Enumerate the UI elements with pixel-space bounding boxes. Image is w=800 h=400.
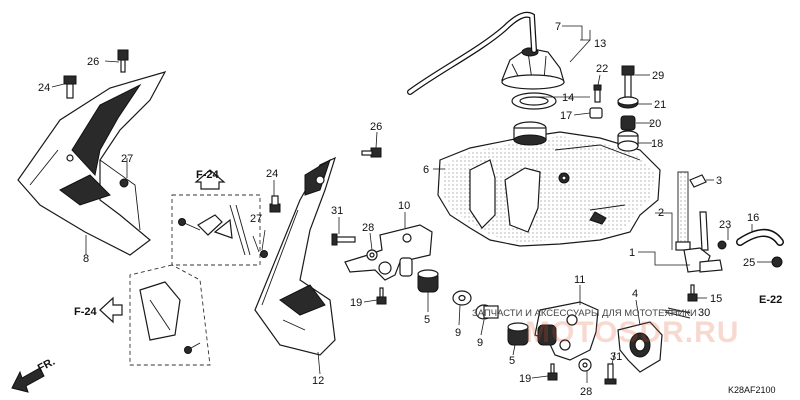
label-28a: 28	[362, 222, 374, 234]
label-4: 4	[632, 288, 638, 300]
label-18: 18	[651, 138, 663, 150]
label-17: 17	[560, 110, 572, 122]
fuel-tank	[437, 121, 661, 247]
bolt-27-right	[260, 250, 268, 258]
label-30: 30	[698, 307, 710, 319]
collar-9-lower	[475, 304, 499, 320]
f24-left-arrow	[99, 296, 123, 324]
gasket-14	[511, 92, 557, 110]
ref-f24-b: F-24	[74, 306, 98, 318]
collar-17	[589, 107, 603, 119]
label-31b: 31	[610, 351, 622, 363]
label-25: 25	[743, 257, 755, 269]
label-1: 1	[629, 247, 635, 259]
ref-e22: E-22	[759, 294, 782, 306]
diagram-code: K28AF2100	[728, 385, 776, 395]
bolt-26-right	[361, 147, 382, 158]
label-19b: 19	[519, 373, 531, 385]
label-9a: 9	[455, 327, 461, 339]
label-2: 2	[658, 207, 664, 219]
f24-detail-parts	[139, 204, 251, 354]
label-12: 12	[312, 375, 324, 387]
front-direction-arrow	[11, 367, 45, 393]
bolt-19-right	[547, 363, 558, 381]
bracket-11	[534, 301, 599, 361]
collar-20	[620, 115, 636, 131]
bolt-24-right	[269, 195, 281, 213]
label-27b: 27	[250, 213, 262, 225]
washer-28-right	[578, 358, 592, 372]
cushion-5-lower	[507, 322, 529, 346]
label-27a: 27	[121, 153, 133, 165]
bolt-27-left	[119, 178, 129, 188]
label-10: 10	[398, 200, 410, 212]
breather-tube-7	[407, 11, 537, 95]
label-5a: 5	[424, 314, 430, 326]
label-23: 23	[719, 219, 731, 231]
label-9b: 9	[477, 337, 483, 349]
label-6: 6	[423, 164, 429, 176]
f24-up-arrow	[194, 169, 226, 190]
label-14: 14	[562, 92, 574, 104]
f24-detail-box-lower	[129, 264, 211, 366]
f24-detail-box	[171, 194, 261, 266]
label-24b: 24	[266, 168, 278, 180]
label-20: 20	[649, 118, 661, 130]
bolt-29	[621, 65, 635, 98]
clamp-23	[717, 240, 727, 250]
bolt-24-left	[63, 75, 77, 99]
collar-9-upper	[452, 290, 472, 306]
label-19a: 19	[350, 297, 362, 309]
watermark-line: ЗАПЧАСТИ И АКСЕССУАРЫ ДЛЯ МОТОТЕХНИКИ	[472, 308, 697, 319]
cover-4	[617, 321, 663, 373]
label-13: 13	[594, 38, 606, 50]
label-21: 21	[654, 99, 666, 111]
label-29: 29	[652, 70, 664, 82]
label-26a: 26	[87, 56, 99, 68]
label-11: 11	[574, 274, 585, 286]
bolt-19-left	[376, 287, 387, 305]
washer-21	[617, 96, 639, 109]
bolt-26-top	[117, 49, 129, 73]
fuel-tube-16	[736, 229, 784, 246]
label-15: 15	[710, 293, 722, 305]
label-5b: 5	[509, 355, 515, 367]
bolt-31-left	[331, 233, 356, 246]
label-8: 8	[83, 253, 89, 265]
label-3: 3	[716, 175, 722, 187]
fuel-valve-assembly	[675, 171, 723, 273]
fuel-cap	[501, 47, 565, 90]
washer-28-left	[366, 249, 378, 261]
label-28b: 28	[580, 386, 592, 398]
label-16: 16	[747, 212, 759, 224]
ref-f24-a: F-24	[196, 169, 220, 181]
cushion-18	[617, 130, 639, 152]
label-31a: 31	[331, 205, 343, 217]
part-labels: 26 24 27 8 27 24 26 31 28 10 19 5 9 9 5 …	[36, 21, 782, 398]
watermark-brand: MOTOSDR.RU	[525, 316, 739, 349]
label-7: 7	[555, 21, 561, 33]
ref-front: FR.	[36, 356, 57, 375]
bolt-15	[687, 284, 698, 302]
cushion-5-upper	[417, 269, 439, 293]
band-30	[664, 307, 691, 319]
label-24a: 24	[38, 82, 50, 94]
right-shroud	[254, 156, 336, 356]
clip-25	[771, 256, 783, 268]
bolt-31-right	[604, 363, 617, 385]
left-shroud	[17, 71, 167, 256]
label-22: 22	[596, 63, 608, 75]
leader-lines	[51, 25, 772, 383]
label-26b: 26	[370, 121, 382, 133]
bolt-22	[593, 84, 602, 103]
clip-3	[689, 174, 707, 188]
